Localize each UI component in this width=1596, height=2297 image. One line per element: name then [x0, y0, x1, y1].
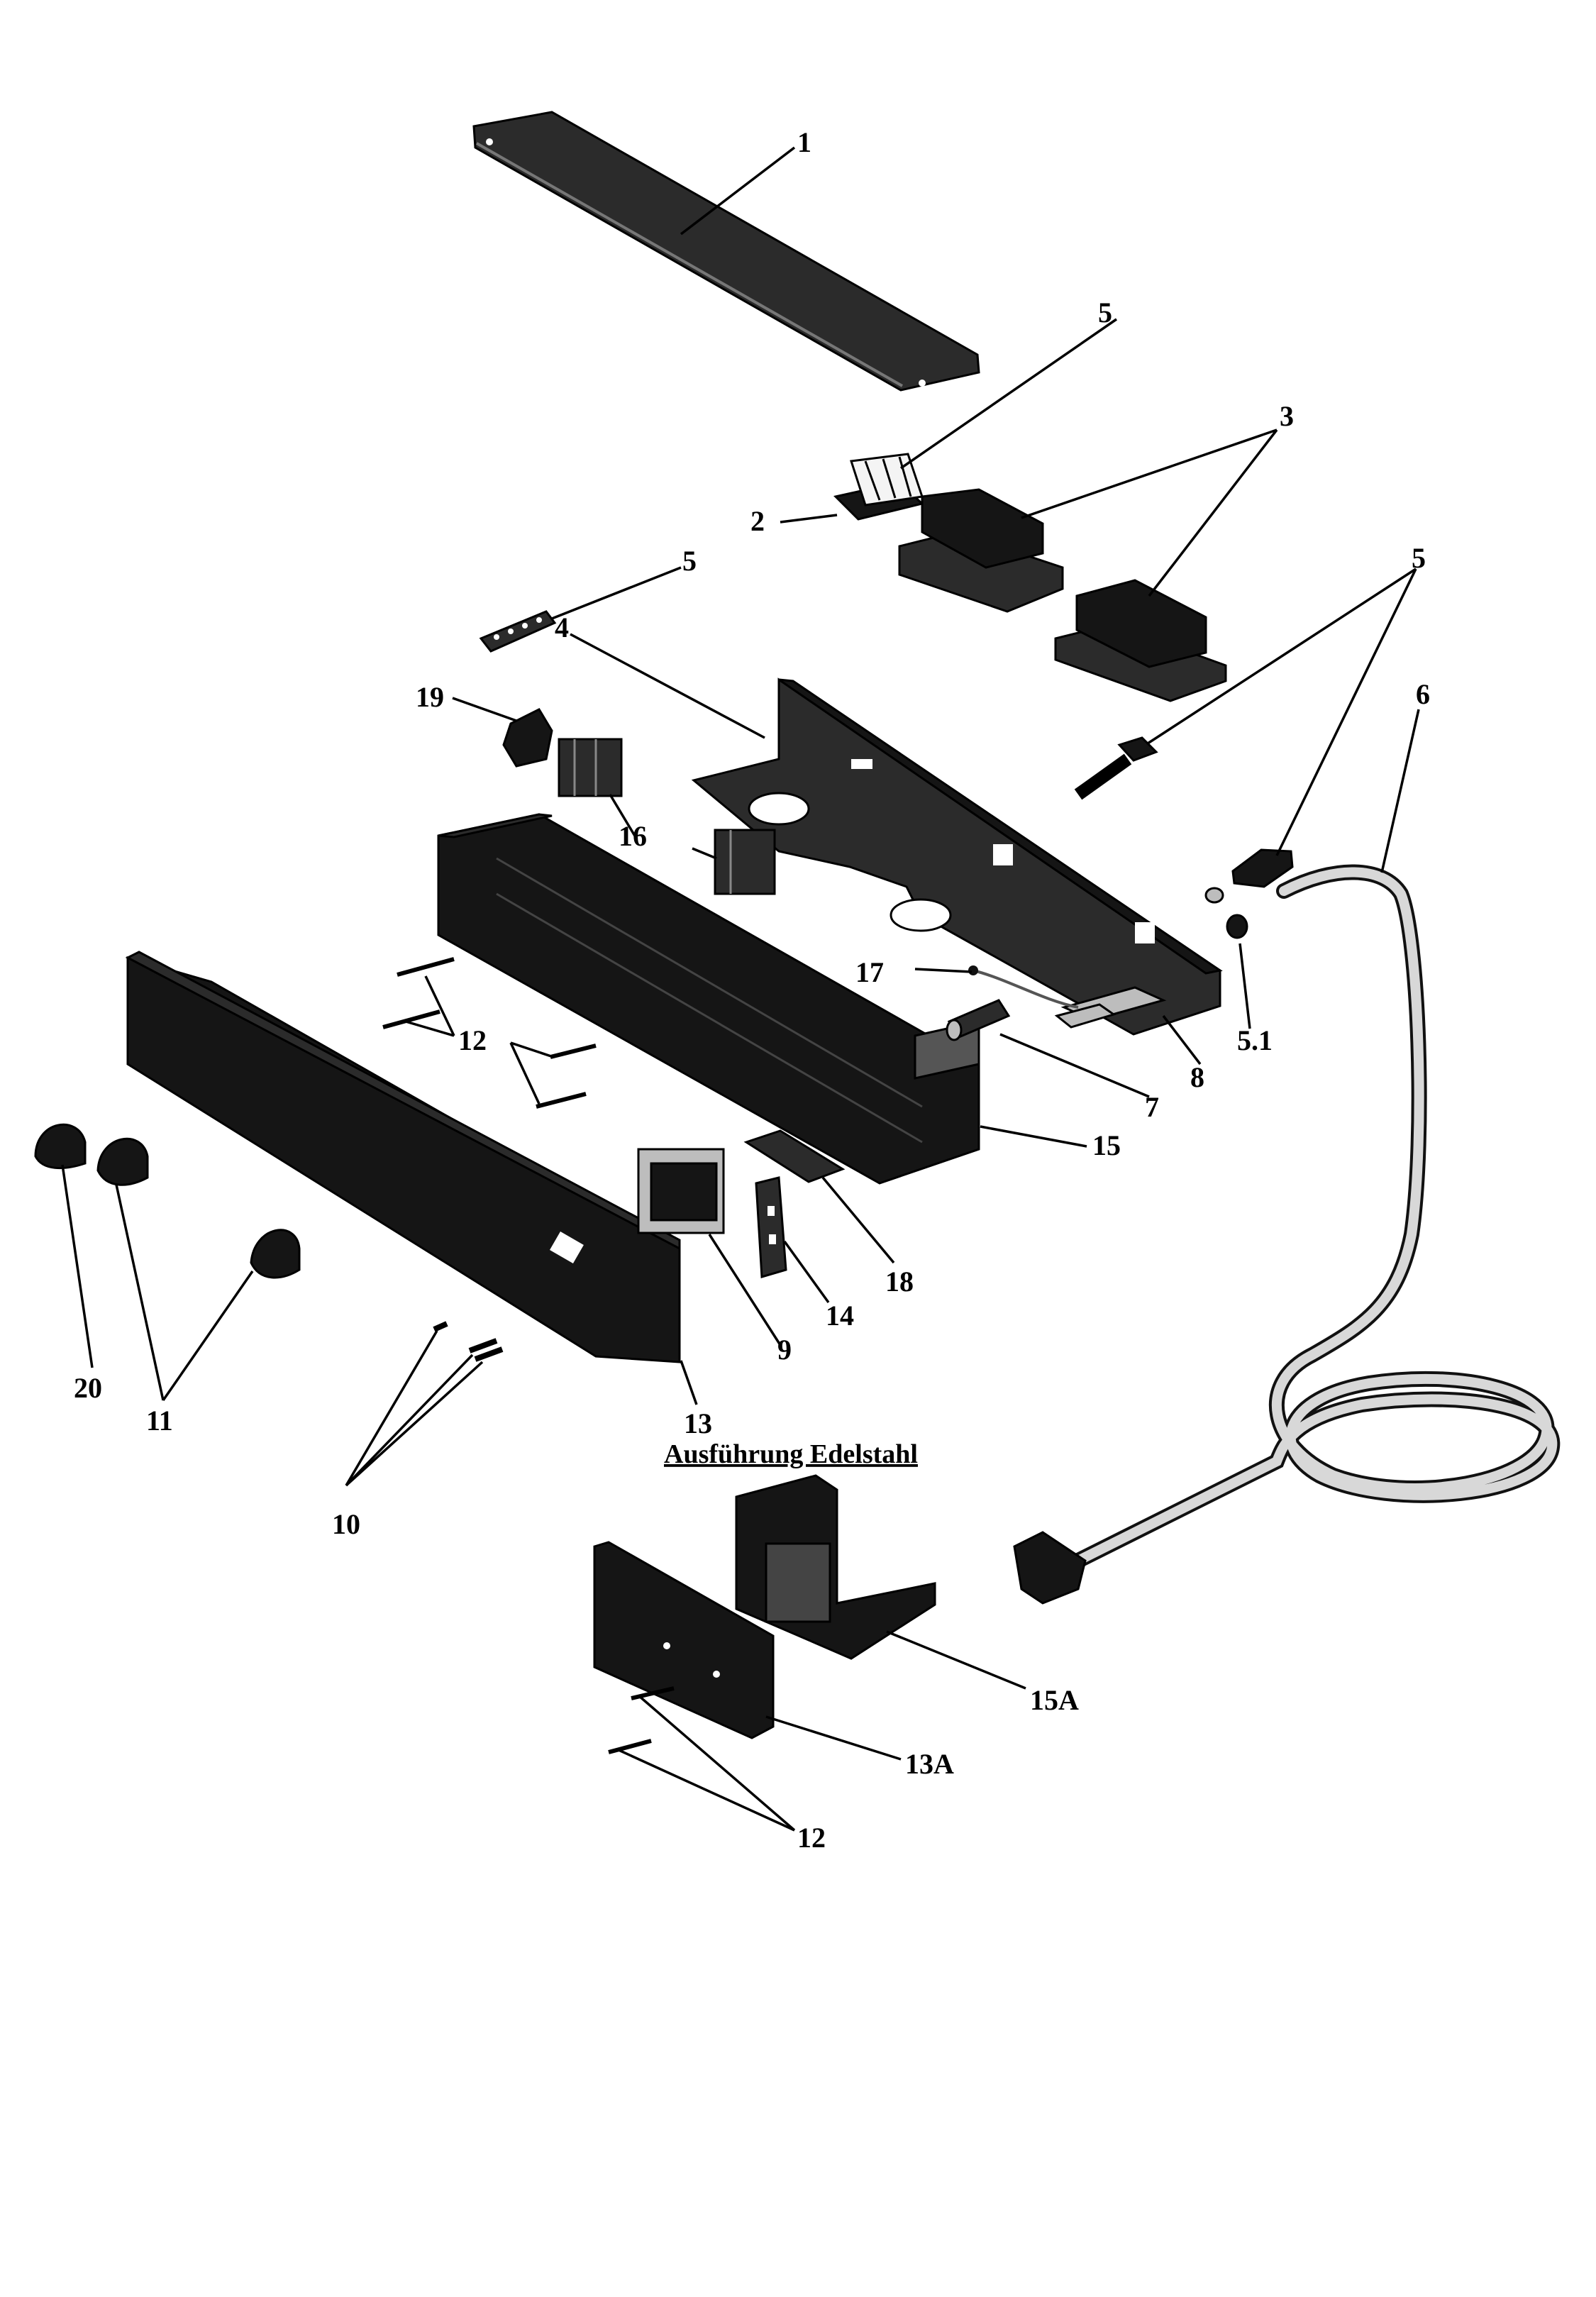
part-13-front-panel	[125, 951, 681, 1363]
part-6-power-cord	[1013, 864, 1561, 1605]
label-13a: 13A	[905, 1748, 954, 1780]
part-labels: 1 5 3 2 5 4 5 6 19 16 17 5.1 8 7 15 12 1…	[74, 126, 1430, 1854]
part-5-rotary-switch	[1074, 736, 1158, 800]
part-1-cover-plate	[472, 111, 980, 392]
part-3-module-lower	[1054, 579, 1227, 702]
section-title: Ausführung Edelstahl	[664, 1439, 918, 1469]
label-19: 19	[416, 681, 444, 713]
label-11: 11	[146, 1405, 173, 1437]
part-7-cylinder	[946, 999, 1011, 1041]
label-15: 15	[1092, 1129, 1121, 1161]
label-10: 10	[332, 1508, 360, 1540]
part-14-component	[755, 1176, 787, 1278]
label-9: 9	[777, 1334, 792, 1366]
part-15a-housing-steel	[735, 1474, 936, 1660]
label-18: 18	[885, 1266, 914, 1297]
label-12-steel: 12	[797, 1822, 826, 1854]
label-5-right: 5	[1412, 542, 1426, 574]
part-11-knob-b	[250, 1229, 301, 1279]
part-13a-panel-steel	[593, 1541, 775, 1739]
part-16-switch-a	[558, 738, 623, 797]
label-16: 16	[619, 820, 647, 852]
label-5-1: 5.1	[1237, 1024, 1273, 1056]
part-11-knob-a	[96, 1137, 149, 1186]
leader-lines	[61, 146, 1420, 1832]
label-6: 6	[1416, 678, 1430, 710]
part-19-component	[502, 708, 553, 768]
part-9-component	[637, 1148, 725, 1234]
label-8: 8	[1190, 1061, 1204, 1093]
label-13: 13	[684, 1407, 712, 1439]
part-12-screws	[382, 957, 597, 1109]
part-5-connector	[1231, 848, 1294, 888]
label-20: 20	[74, 1372, 102, 1404]
part-15-housing	[437, 813, 980, 1185]
part-4-chassis-tray	[691, 677, 1223, 1036]
part-5-1-grommet	[1204, 887, 1248, 939]
part-2-terminal-board	[833, 453, 925, 521]
label-7: 7	[1145, 1091, 1159, 1123]
label-5-top: 5	[1098, 297, 1112, 328]
label-4: 4	[555, 611, 569, 643]
part-18-component	[743, 1129, 846, 1183]
part-8-plate	[1054, 1003, 1116, 1029]
label-12-main: 12	[458, 1024, 487, 1056]
part-3-module-upper	[898, 488, 1064, 613]
part-16-switch-b	[714, 829, 776, 895]
part-20-knob	[34, 1123, 87, 1170]
part-5-terminal-strip	[479, 610, 557, 653]
part-10-screws	[433, 1321, 504, 1362]
label-1: 1	[797, 126, 811, 158]
label-15a: 15A	[1030, 1684, 1079, 1716]
label-5-strip: 5	[682, 545, 697, 577]
label-2: 2	[750, 505, 765, 537]
label-17: 17	[855, 956, 884, 988]
label-14: 14	[826, 1300, 854, 1332]
label-3: 3	[1280, 400, 1294, 432]
